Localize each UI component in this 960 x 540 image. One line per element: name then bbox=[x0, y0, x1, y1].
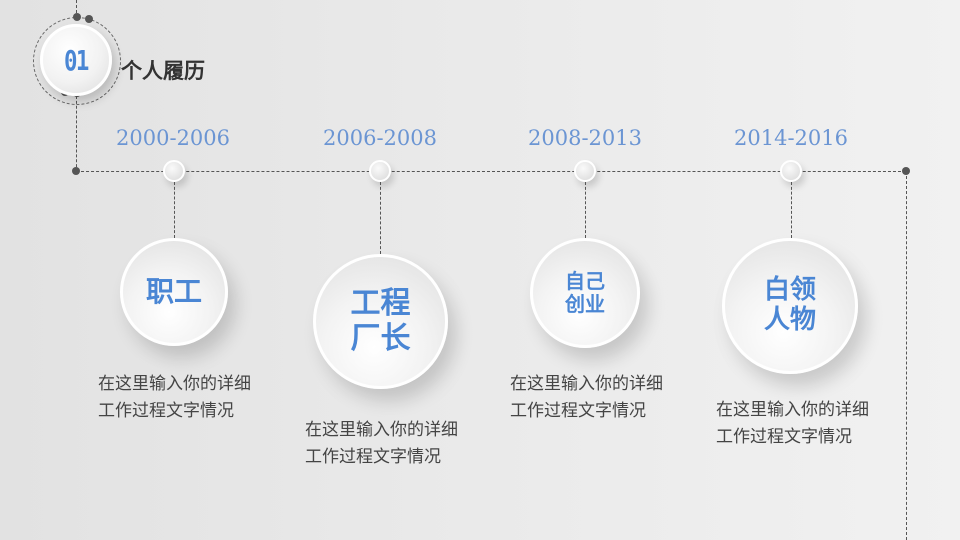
role-circle-3: 自己 创业 bbox=[530, 238, 640, 348]
badge-decor-dot bbox=[85, 15, 93, 23]
role-description-3: 在这里输入你的详细工作过程文字情况 bbox=[510, 374, 663, 421]
timeline-year-2: 2006-2008 bbox=[323, 126, 437, 150]
timeline-node-2 bbox=[369, 160, 391, 182]
timeline-year-4: 2014-2016 bbox=[734, 126, 848, 150]
node-connector-3 bbox=[585, 182, 586, 238]
page-title: 个人履历 bbox=[121, 59, 205, 83]
right-vertical-connector bbox=[906, 171, 907, 540]
role-label-4: 白领 人物 bbox=[763, 275, 816, 335]
timeline-node-1 bbox=[163, 160, 185, 182]
role-label-1: 职工 bbox=[145, 274, 202, 308]
role-circle-4: 白领 人物 bbox=[722, 238, 858, 374]
timeline-node-3 bbox=[574, 160, 596, 182]
timeline-year-1: 2000-2006 bbox=[116, 126, 230, 150]
role-description-2: 在这里输入你的详细工作过程文字情况 bbox=[305, 420, 458, 467]
node-connector-1 bbox=[174, 182, 175, 238]
role-description-1: 在这里输入你的详细工作过程文字情况 bbox=[98, 374, 251, 421]
timeline-node-4 bbox=[780, 160, 802, 182]
timeline-axis bbox=[76, 171, 906, 172]
left-vertical-connector-top bbox=[76, 0, 77, 18]
role-circle-2: 工程 厂长 bbox=[313, 254, 448, 389]
left-vertical-connector bbox=[76, 96, 77, 172]
role-circle-1: 职工 bbox=[120, 238, 228, 346]
role-description-4: 在这里输入你的详细工作过程文字情况 bbox=[716, 400, 869, 447]
node-connector-4 bbox=[791, 182, 792, 238]
section-number-badge: 01 bbox=[40, 24, 112, 96]
node-connector-2 bbox=[380, 182, 381, 254]
role-label-3: 自己 创业 bbox=[565, 269, 605, 316]
badge-decor-dot bbox=[73, 13, 81, 21]
role-label-2: 工程 厂长 bbox=[350, 286, 411, 356]
section-number: 01 bbox=[64, 43, 89, 77]
timeline-year-3: 2008-2013 bbox=[528, 126, 642, 150]
